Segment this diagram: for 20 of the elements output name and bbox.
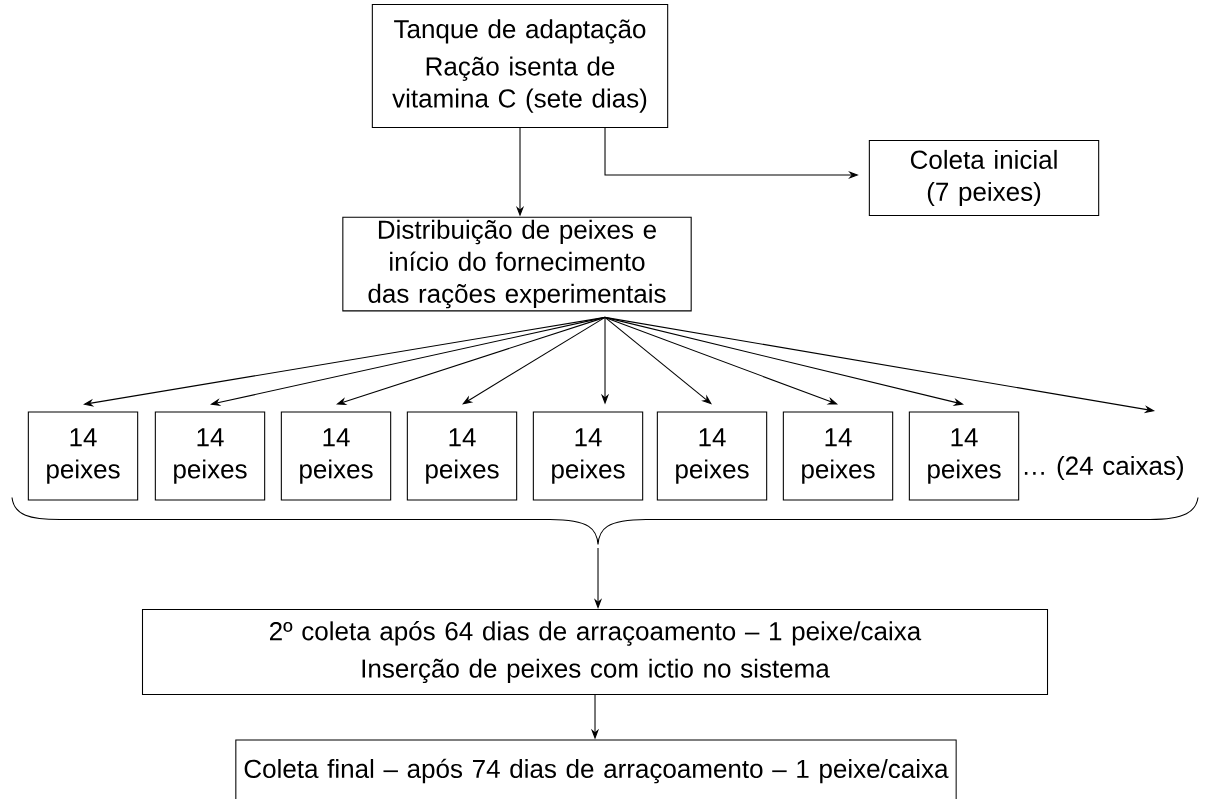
process-box: Tanque de adaptação Ração isenta de vitamina C (sete dias) [371,3,669,129]
curly-brace [11,496,1199,546]
process-box: 14 peixes [532,411,644,501]
process-box: 14 peixes [908,411,1020,501]
arrow [336,316,606,405]
arrow [462,316,606,405]
arrow [604,316,838,405]
process-box: 14 peixes [27,411,139,501]
process-box: 14 peixes [656,411,768,501]
process-box: 14 peixes [782,411,894,501]
process-box: 2º coleta após 64 dias de arraçoamento – 1 peixe/caixa Inserção de peixes com ictio no sistema [141,608,1049,696]
process-box: Distribuição de peixes e início do fornecimento das rações experimentais [342,216,692,312]
process-box: 14 peixes [154,411,266,501]
process-box: Coleta inicial (7 peixes) [868,139,1100,217]
process-box: Coleta final – após 74 dias de arraçoamento – 1 peixe/caixa [235,739,957,799]
arrow [604,316,712,405]
process-box: 14 peixes [406,411,518,501]
process-box: 14 peixes [280,411,392,501]
arrow [604,316,964,406]
note-text: … (24 caixas) [1024,455,1183,481]
